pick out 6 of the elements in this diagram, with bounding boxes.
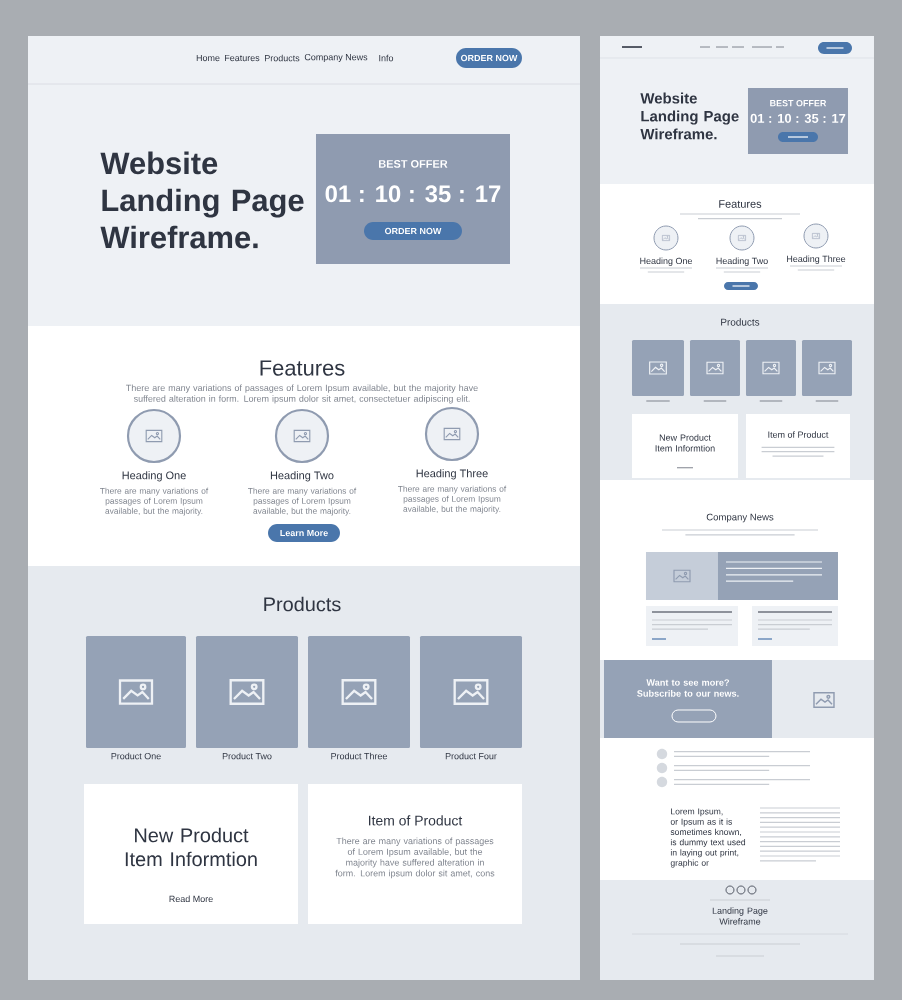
card-heading: New Product Item Informtion <box>125 827 257 867</box>
section-title: Products <box>264 596 341 612</box>
section-title: Features <box>260 360 345 376</box>
button <box>671 709 717 723</box>
countdown-timer: 01 : 10 : 35 : 17 <box>325 185 501 203</box>
hero-title: Website Landing Page Wireframe. <box>100 151 304 249</box>
